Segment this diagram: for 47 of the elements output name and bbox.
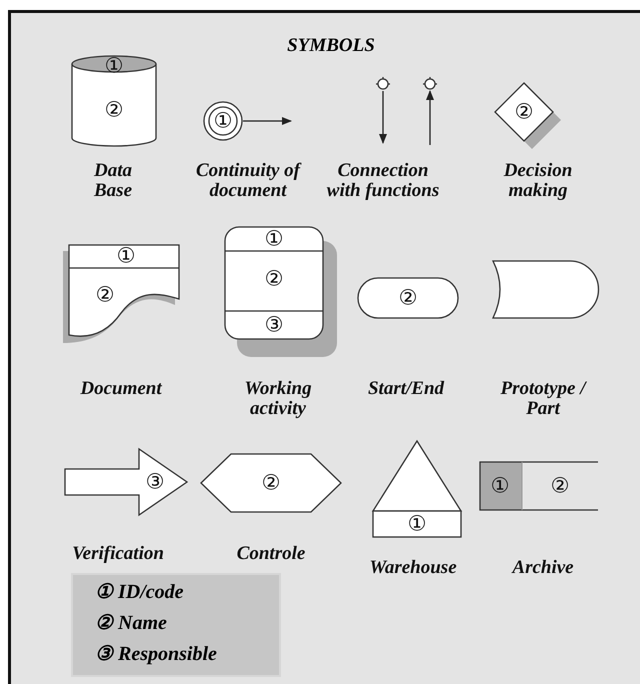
symbol-caption: Working activity [243,379,313,419]
prototype-shape [493,261,598,318]
legend-item: ① ID/code [95,580,184,604]
circled-number: ② [514,102,534,122]
circled-number: ③ [146,472,164,492]
circled-number: ② [262,472,280,494]
arrow [426,90,434,145]
symbol-caption: Document [79,379,163,399]
circled-number: ① [214,110,232,132]
circled-number: ② [550,476,570,496]
legend-item: ② Name [95,611,167,635]
decision-diamond [495,83,561,149]
title: SYMBOLS [286,35,376,57]
symbol-caption: Controle [236,544,306,564]
control-hexagon [201,454,341,512]
symbol-caption: Continuity of document [195,161,302,201]
circled-number: ② [104,100,124,120]
circled-number: ① [490,476,510,496]
circled-number: ① [104,56,124,76]
connector-symbol [423,77,437,91]
symbol-caption: Prototype / Part [500,379,588,419]
verification-arrow [65,449,187,515]
document-shape [63,243,181,343]
circled-number: ① [264,228,284,250]
symbol-caption: Data Base [92,161,133,201]
symbol-caption: Verification [71,544,165,564]
circled-number: ② [264,268,284,290]
connector-symbol [376,77,390,91]
symbol-caption: Archive [510,558,575,578]
activity-box [225,227,337,357]
legend-item: ③ Responsible [95,642,217,666]
warehouse-shape [371,441,463,537]
symbol-caption: Start/End [366,379,446,399]
circled-number: ① [408,514,426,534]
arrow [243,117,292,125]
start-end-pill [358,278,458,318]
symbol-caption: Warehouse [368,558,458,578]
symbol-caption: Connection with functions [326,161,440,201]
document-circle [203,101,243,141]
database-cylinder [71,55,157,147]
circled-number: ① [116,246,136,266]
circled-number: ② [96,284,114,306]
archive-shape [480,462,598,510]
circled-number: ③ [264,314,284,336]
arrow [379,91,387,144]
circled-number: ② [398,288,418,308]
symbol-caption: Decision making [502,161,574,201]
